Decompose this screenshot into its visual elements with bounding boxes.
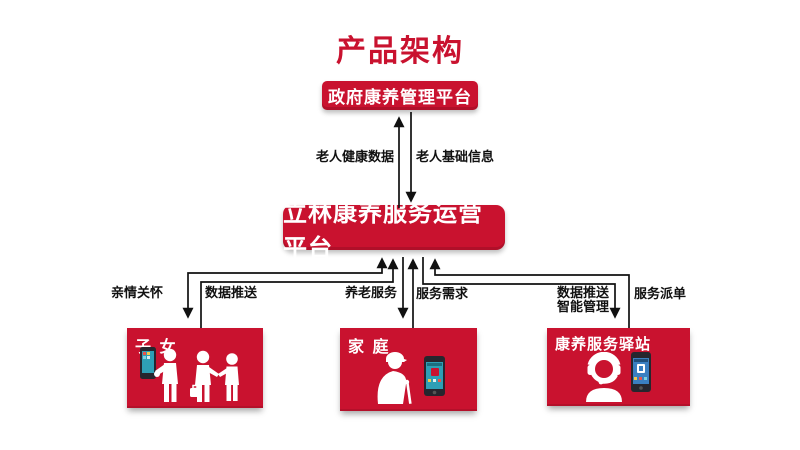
edge-label-service-demand: 服务需求 <box>416 286 469 301</box>
page-title: 产品架构 <box>336 35 464 68</box>
node-station-label: 康养服务驿站 <box>555 336 652 353</box>
node-government-label: 政府康养管理平台 <box>328 88 472 107</box>
node-operation-label: 立林康养服务运营平台 <box>283 199 483 262</box>
edge-label-basic-info: 老人基础信息 <box>416 149 495 164</box>
edge-label-dispatch: 服务派单 <box>634 286 687 301</box>
edge-label-family-care: 亲情关怀 <box>111 285 164 300</box>
edge-label-health-data: 老人健康数据 <box>316 149 395 164</box>
people-with-phone-icon <box>140 347 239 402</box>
edge-label-data-push-right-line1: 数据推送 <box>557 285 610 300</box>
node-family-label: 家 庭 <box>348 339 391 356</box>
node-operation-platform: 立林康养服务运营平台 <box>283 200 505 262</box>
edge-label-data-push-left: 数据推送 <box>205 285 258 300</box>
node-government-platform: 政府康养管理平台 <box>322 81 478 110</box>
headset-agent-with-phone-icon <box>586 352 651 402</box>
edge-label-data-push-right-line2: 智能管理 <box>557 299 610 314</box>
node-family-card: 家 庭 <box>340 328 477 411</box>
node-children-card: 子 女 <box>127 328 263 408</box>
edge-label-data-push-right: 数据推送 智能管理 <box>557 286 609 314</box>
node-station-card: 康养服务驿站 <box>547 328 690 406</box>
elderly-with-cane-and-phone-icon <box>377 352 445 404</box>
edge-label-elder-service: 养老服务 <box>345 285 398 300</box>
